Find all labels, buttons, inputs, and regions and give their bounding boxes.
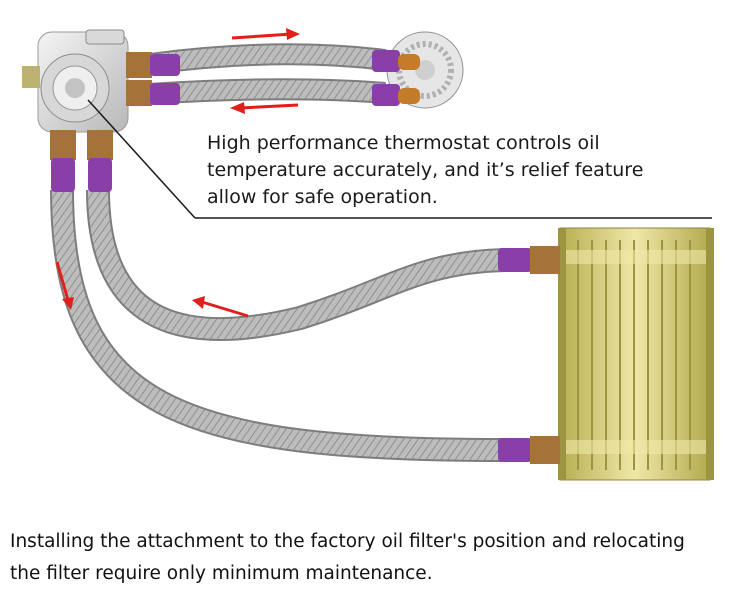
oil-cooler-diagram [22,28,714,481]
filter-adapter-block [22,29,180,192]
thermostat-housing [372,31,464,109]
callout-line: temperature accurately, and it’s relief … [207,159,644,181]
callout-line: allow for safe operation. [207,186,438,208]
caption-line: the filter require only minimum maintena… [10,563,433,584]
flow-arrow-top [231,28,300,40]
flow-arrows [55,28,300,318]
oil-cooler [498,227,714,481]
flow-arrow-outlet [55,261,74,310]
thermostat-callout: High performance thermostat controls oil… [207,130,707,211]
callout-line: High performance thermostat controls oil [207,132,600,154]
caption-line: Installing the attachment to the factory… [10,531,685,552]
hose-group [50,43,506,462]
flow-arrow-inlet [192,296,249,318]
flow-arrow-return [230,102,299,114]
caption: Installing the attachment to the factory… [10,526,735,590]
callout-leader [87,99,712,219]
